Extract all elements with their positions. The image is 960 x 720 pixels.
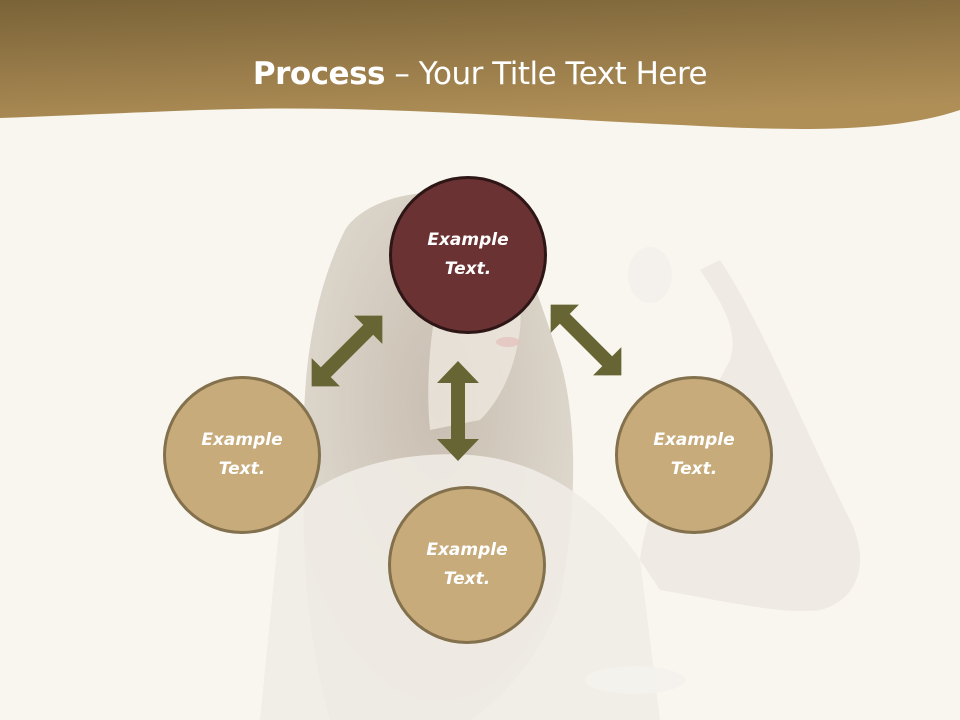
node-left-line1: Example [201, 430, 283, 450]
process-node-top: Example Text. [389, 176, 547, 334]
process-node-left: Example Text. [163, 376, 321, 534]
slide-title: Process – Your Title Text Here [0, 52, 960, 96]
header-band [0, 0, 960, 129]
process-node-right: Example Text. [615, 376, 773, 534]
node-bottom-line2: Text. [443, 569, 491, 589]
node-bottom-line1: Example [426, 540, 508, 560]
node-left-line2: Text. [218, 459, 266, 479]
node-right-line1: Example [653, 430, 735, 450]
title-rest: – Your Title Text Here [385, 56, 708, 92]
process-node-bottom: Example Text. [388, 486, 546, 644]
node-top-line1: Example [427, 230, 509, 250]
title-bold: Process [252, 56, 386, 92]
node-right-line2: Text. [670, 459, 718, 479]
node-top-line2: Text. [444, 259, 492, 279]
